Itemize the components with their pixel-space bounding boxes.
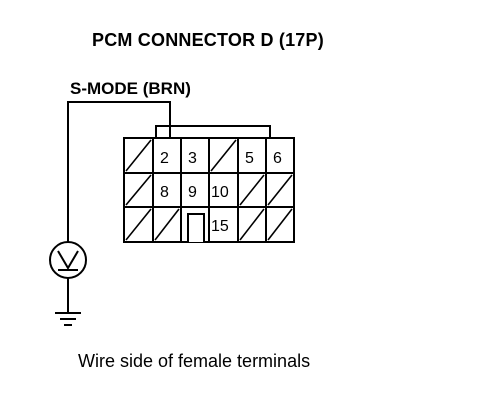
diagram-title: PCM CONNECTOR D (17P) [92,30,324,50]
connector-key [187,213,205,242]
empty-cavities [125,139,293,241]
pin-10: 10 [211,184,229,201]
pin-2: 2 [160,150,169,167]
connector-latch [155,125,271,138]
ground-icon [55,312,81,326]
pin-9: 9 [188,184,197,201]
pin-3: 3 [188,150,197,167]
pin-15: 15 [211,218,229,235]
caption: Wire side of female terminals [78,351,311,371]
pin-labels: 2 3 5 6 8 9 10 15 [160,150,282,235]
voltmeter-icon [49,241,87,279]
test-wire [67,101,171,242]
pin-6: 6 [273,150,282,167]
wire-label: S-MODE (BRN) [70,79,191,98]
connector-body [123,137,295,243]
pin-5: 5 [245,150,254,167]
pin-8: 8 [160,184,169,201]
